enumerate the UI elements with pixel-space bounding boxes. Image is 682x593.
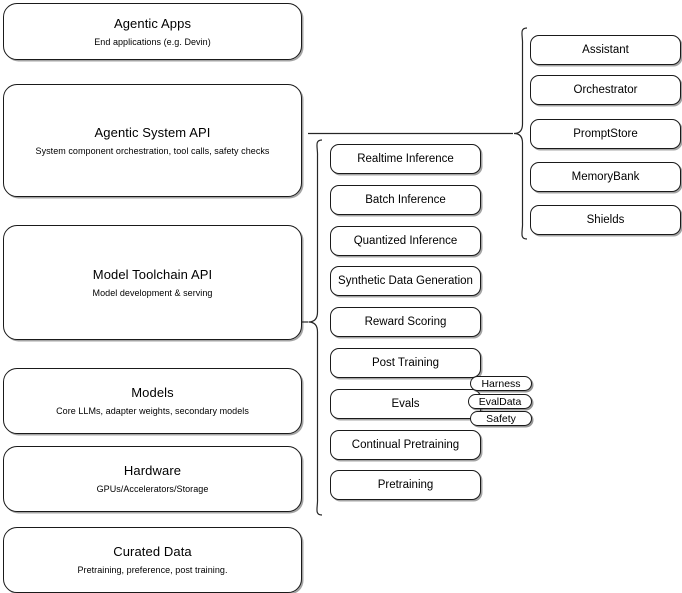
- brace-system-components: [513, 27, 528, 240]
- toolchain-item-realtime-inference[interactable]: Realtime Inference: [330, 144, 481, 174]
- toolchain-item-pretraining[interactable]: Pretraining: [330, 470, 481, 500]
- evals-subcomponent-evaldata[interactable]: EvalData: [468, 394, 532, 409]
- evals-subcomponent-label: Harness: [481, 377, 521, 390]
- evals-subcomponent-label: EvalData: [478, 395, 522, 408]
- toolchain-item-label: Realtime Inference: [357, 153, 454, 165]
- toolchain-item-batch-inference[interactable]: Batch Inference: [330, 185, 481, 215]
- layer-card-agentic-system-api[interactable]: Agentic System API System component orch…: [3, 84, 302, 197]
- toolchain-item-label: Reward Scoring: [364, 316, 447, 328]
- evals-subcomponent-harness[interactable]: Harness: [470, 376, 532, 391]
- system-item-label: MemoryBank: [571, 171, 640, 183]
- system-item-assistant[interactable]: Assistant: [530, 35, 681, 65]
- system-item-label: PromptStore: [573, 128, 638, 140]
- system-item-label: Orchestrator: [573, 84, 638, 96]
- layer-title: Model Toolchain API: [92, 266, 213, 282]
- layer-subtitle: Core LLMs, adapter weights, secondary mo…: [56, 406, 249, 416]
- layer-subtitle: Model development & serving: [92, 287, 213, 298]
- toolchain-item-continual-pretraining[interactable]: Continual Pretraining: [330, 430, 481, 460]
- toolchain-item-label: Continual Pretraining: [351, 439, 460, 451]
- layer-card-curated-data[interactable]: Curated Data Pretraining, preference, po…: [3, 527, 302, 593]
- toolchain-item-label: Synthetic Data Generation: [338, 275, 473, 287]
- toolchain-item-label: Quantized Inference: [353, 235, 458, 247]
- evals-subcomponent-safety[interactable]: Safety: [470, 411, 532, 426]
- layer-title: Agentic System API: [94, 124, 211, 140]
- system-item-orchestrator[interactable]: Orchestrator: [530, 75, 681, 105]
- layer-card-models[interactable]: Models Core LLMs, adapter weights, secon…: [3, 368, 302, 434]
- system-item-shields[interactable]: Shields: [530, 205, 681, 235]
- toolchain-item-evals[interactable]: Evals: [330, 389, 481, 419]
- toolchain-item-label: Post Training: [371, 357, 440, 369]
- layer-subtitle: End applications (e.g. Devin): [94, 36, 211, 47]
- system-item-label: Assistant: [582, 44, 629, 56]
- layer-subtitle: GPUs/Accelerators/Storage: [96, 484, 209, 494]
- layer-subtitle: System component orchestration, tool cal…: [35, 145, 270, 156]
- toolchain-item-label: Batch Inference: [365, 194, 446, 206]
- toolchain-item-label: Evals: [391, 398, 420, 410]
- toolchain-item-post-training[interactable]: Post Training: [330, 348, 481, 378]
- layer-card-hardware[interactable]: Hardware GPUs/Accelerators/Storage: [3, 446, 302, 512]
- layer-card-model-toolchain-api[interactable]: Model Toolchain API Model development & …: [3, 225, 302, 340]
- brace-toolchain-components: [308, 139, 323, 516]
- layer-title: Hardware: [123, 463, 182, 478]
- system-item-label: Shields: [586, 214, 625, 226]
- layer-title: Curated Data: [113, 544, 192, 559]
- layer-card-agentic-apps[interactable]: Agentic Apps End applications (e.g. Devi…: [3, 3, 302, 60]
- evals-subcomponent-label: Safety: [486, 412, 516, 425]
- layer-title: Models: [131, 385, 174, 400]
- toolchain-item-label: Pretraining: [377, 479, 434, 491]
- system-item-promptstore[interactable]: PromptStore: [530, 119, 681, 149]
- toolchain-item-synthetic-data-generation[interactable]: Synthetic Data Generation: [330, 266, 481, 296]
- layer-subtitle: Pretraining, preference, post training.: [77, 565, 228, 575]
- toolchain-item-quantized-inference[interactable]: Quantized Inference: [330, 226, 481, 256]
- toolchain-item-reward-scoring[interactable]: Reward Scoring: [330, 307, 481, 337]
- layer-title: Agentic Apps: [113, 15, 192, 31]
- system-item-memorybank[interactable]: MemoryBank: [530, 162, 681, 192]
